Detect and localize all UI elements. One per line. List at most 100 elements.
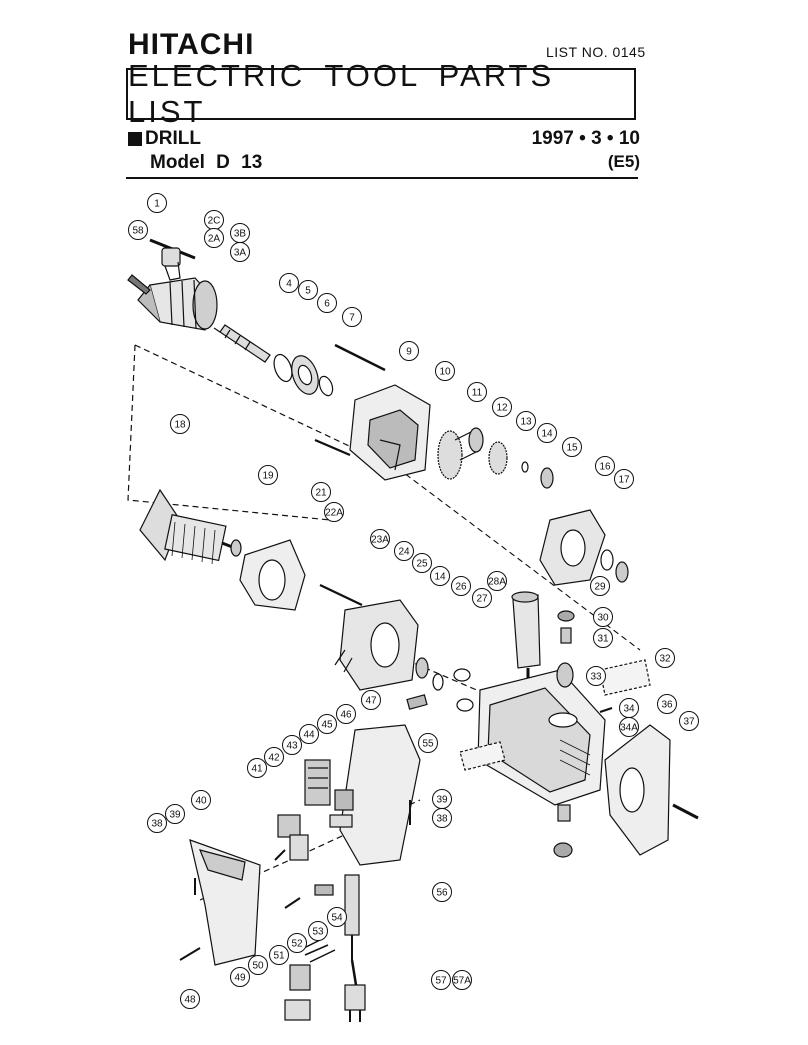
callout-label: 57A [453, 976, 471, 987]
part-callout: 25 [412, 553, 432, 573]
callout-label: 54 [331, 913, 343, 924]
callout-label: 36 [661, 700, 673, 711]
callout-circle [327, 907, 347, 927]
brand-logo: HITACHI [128, 28, 255, 61]
part-callout: 14 [537, 423, 557, 443]
callout-label: 29 [594, 582, 606, 593]
callout-circle [487, 571, 507, 591]
callout-circle [430, 566, 450, 586]
part-callout: 38 [147, 813, 167, 833]
spindle [213, 324, 271, 363]
callout-label: 33 [590, 672, 602, 683]
list-number: LIST NO. 0145 [546, 44, 646, 60]
callout-circle [191, 790, 211, 810]
header-rule [126, 177, 638, 179]
part-callout: 52 [287, 933, 307, 953]
part-callout: 51 [269, 945, 289, 965]
part-callout: 57 [431, 970, 451, 990]
screw [599, 707, 613, 713]
chuck-key [149, 238, 196, 281]
callout-circle [248, 955, 268, 975]
part-callout: 27 [472, 588, 492, 608]
callout-circle [619, 717, 639, 737]
small-bearing [540, 467, 554, 489]
tapping-screw [334, 343, 386, 372]
brush-cap [553, 842, 573, 858]
callout-circle [282, 735, 302, 755]
callout-label: 38 [151, 819, 163, 830]
handle-cover [189, 839, 261, 966]
callout-circle [311, 482, 331, 502]
ball-bearing [291, 355, 319, 395]
part-callout: 1 [147, 193, 167, 213]
category-label: DRILL [145, 128, 201, 149]
part-callout: 4 [279, 273, 299, 293]
callout-circle [128, 220, 148, 240]
second-pinion [488, 441, 508, 475]
callout-label: 6 [324, 299, 330, 310]
part-callout: 19 [258, 465, 278, 485]
callout-label: 3B [234, 229, 247, 240]
callout-label: 39 [436, 795, 448, 806]
callout-circle [451, 576, 471, 596]
armature [139, 488, 242, 565]
part-callout: 12 [492, 397, 512, 417]
callout-circle [317, 714, 337, 734]
part-callout: 39 [432, 789, 452, 809]
part-callout: 21 [311, 482, 331, 502]
tapping-screw [179, 947, 201, 961]
internal-wires [284, 939, 336, 1021]
part-callout: 17 [614, 469, 634, 489]
part-callout: 26 [451, 576, 471, 596]
callout-circle [147, 193, 167, 213]
callout-circle [287, 933, 307, 953]
callout-label: 9 [406, 347, 412, 358]
gear-cover [349, 384, 431, 481]
title-box: ELECTRIC TOOL PARTS LIST [126, 58, 636, 129]
callout-label: 51 [273, 951, 285, 962]
brush-holder [556, 662, 574, 688]
part-callout: 46 [336, 704, 356, 724]
callout-circle [492, 397, 512, 417]
part-callout: 11 [467, 382, 487, 402]
part-callout: 39 [165, 804, 185, 824]
callout-circle [269, 945, 289, 965]
carbon-brush [557, 804, 571, 822]
callout-circle [361, 690, 381, 710]
part-drawings [127, 238, 699, 1022]
callout-label: 4 [286, 279, 292, 290]
power-plug [344, 959, 366, 1022]
callout-label: 1 [154, 199, 160, 210]
callout-circle [247, 758, 267, 778]
part-callout: 30 [593, 607, 613, 627]
callout-circle [317, 293, 337, 313]
callout-label: 45 [321, 720, 333, 731]
callout-label: 30 [597, 613, 609, 624]
side-handle [511, 591, 541, 690]
part-callout: 10 [435, 361, 455, 381]
callout-label: 21 [315, 488, 327, 499]
issue-date: 1997 • 3 • 10 [531, 128, 640, 149]
callout-label: 2C [208, 216, 221, 227]
part-callout: 9 [399, 341, 419, 361]
callout-label: 2A [208, 234, 221, 245]
brush-cap [557, 610, 575, 622]
drill-chuck [127, 274, 218, 331]
name-plate [599, 659, 651, 696]
part-callout: 49 [230, 967, 250, 987]
callout-label: 34 [623, 704, 635, 715]
callout-label: 26 [455, 582, 467, 593]
part-callout: 37 [679, 711, 699, 731]
part-callout: 2A [204, 228, 224, 248]
washer [600, 549, 614, 571]
clip [406, 694, 428, 710]
callout-label: 27 [476, 594, 488, 605]
callout-circle [467, 382, 487, 402]
callout-label: 32 [659, 654, 671, 665]
assembly-line [127, 344, 331, 521]
callout-circle [394, 541, 414, 561]
small-washer [521, 461, 529, 473]
screw [314, 438, 351, 457]
callout-circle [452, 970, 472, 990]
bullet-square-icon [128, 132, 142, 146]
